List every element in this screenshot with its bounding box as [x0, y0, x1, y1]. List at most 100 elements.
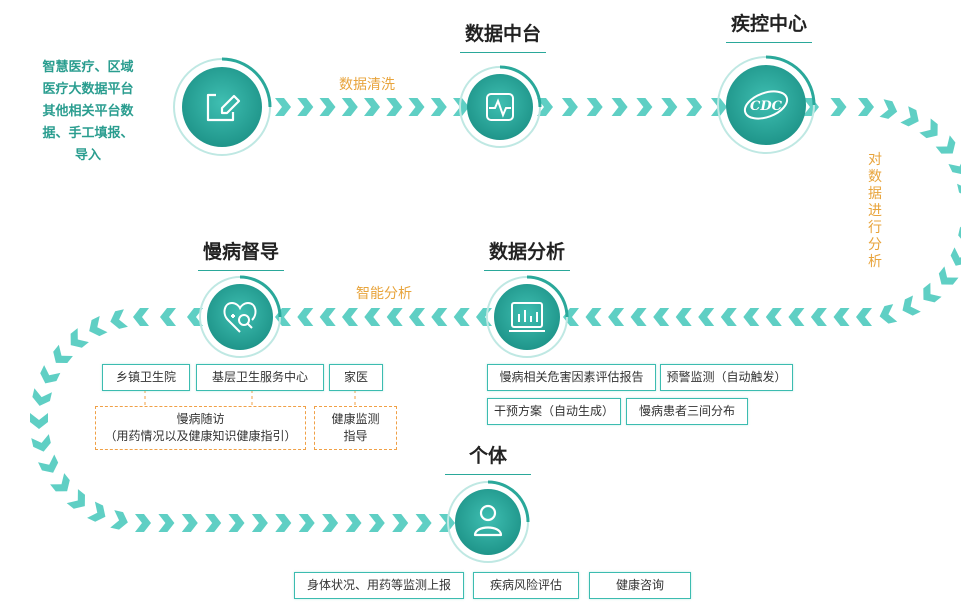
flow-path-chevrons — [30, 98, 961, 532]
cdc-title: 疾控中心 — [714, 9, 824, 43]
flow-chevron — [133, 308, 149, 326]
edit-icon — [206, 93, 241, 122]
source-line: 医疗大数据平台 — [42, 82, 134, 97]
flow-chevron — [858, 98, 874, 116]
flow-chevron — [364, 98, 380, 116]
flow-chevron — [319, 308, 336, 326]
flow-chevron — [586, 98, 603, 116]
data-center-title: 数据中台 — [448, 19, 558, 53]
analyze-char: 行 — [868, 220, 882, 236]
monitor-pulse-icon — [486, 93, 514, 121]
flow-chevron — [275, 98, 291, 116]
analysis-tag-distribution: 慢病患者三间分布 — [626, 398, 748, 425]
flow-chevron — [409, 308, 425, 326]
individual-tag-consult: 健康咨询 — [589, 572, 691, 599]
followup-box: 慢病随访 （用药情况以及健康知识健康指引） — [95, 406, 306, 450]
flow-chevron — [720, 308, 737, 326]
supervision-tag-township: 乡镇卫生院 — [102, 364, 190, 391]
flow-chevron — [40, 365, 61, 384]
flow-chevron — [297, 308, 314, 326]
flow-chevron — [919, 118, 938, 139]
cdc-node: CDC — [717, 55, 816, 154]
analyze-char: 据 — [868, 186, 882, 202]
flow-chevron — [386, 308, 403, 326]
flow-chevron — [66, 489, 85, 509]
flow-chevron — [32, 388, 52, 406]
flow-chevron — [297, 98, 314, 116]
flow-chevron — [938, 266, 959, 285]
flow-chevron — [439, 514, 455, 532]
flow-chevron — [611, 98, 628, 116]
health-monitoring-line: 指导 — [343, 429, 368, 443]
flow-chevron — [87, 501, 106, 522]
flow-chevron — [181, 514, 198, 532]
flow-chevron — [110, 510, 128, 530]
flow-chevron — [30, 413, 48, 429]
flow-chevron — [319, 98, 336, 116]
analysis-tag-risk-report: 慢病相关危害因素评估报告 — [487, 364, 656, 391]
flow-chevron — [675, 308, 692, 326]
supervision-tag-community: 基层卫生服务中心 — [196, 364, 324, 391]
flow-chevron — [608, 308, 625, 326]
flow-chevron — [386, 98, 403, 116]
chronic-supervision-node — [199, 275, 282, 358]
flow-chevron — [251, 514, 268, 532]
analyze-char: 对 — [868, 152, 882, 168]
flow-chevron — [950, 247, 961, 266]
flow-chevron — [830, 98, 847, 116]
analysis-tag-intervention: 干预方案（自动生成） — [487, 398, 621, 425]
connector-lines — [144, 390, 356, 405]
cdc-logo-icon: CDC — [743, 90, 789, 120]
flow-chevron — [630, 308, 647, 326]
flow-chevron — [430, 98, 447, 116]
analyze-char: 分 — [868, 237, 882, 253]
flow-chevron — [923, 282, 942, 303]
flow-chevron — [53, 344, 73, 363]
individual-node — [447, 480, 530, 563]
flow-chevron — [408, 98, 425, 116]
flow-chevron — [661, 98, 678, 116]
followup-title: 慢病随访 — [176, 412, 225, 426]
flow-chevron — [38, 454, 59, 473]
flow-chevron — [342, 308, 358, 326]
flow-chevron — [89, 316, 108, 337]
flow-chevron — [935, 135, 956, 154]
flow-chevron — [135, 514, 151, 532]
flow-chevron — [205, 514, 222, 532]
source-line: 导入 — [74, 148, 101, 163]
person-icon — [473, 504, 503, 537]
analyze-data-label: 对 数 据 进 行 分 析 — [867, 152, 883, 271]
health-monitoring-line: 健康监测 — [331, 412, 380, 426]
flow-chevron — [431, 308, 448, 326]
bar-chart-icon — [509, 302, 545, 332]
flow-chevron — [957, 179, 961, 198]
flow-chevron — [765, 308, 782, 326]
flow-chevron — [879, 99, 898, 119]
analyze-char: 析 — [868, 254, 882, 270]
flow-chevron — [856, 308, 872, 326]
data-analysis-title: 数据分析 — [472, 237, 582, 271]
flow-chevron — [415, 514, 432, 532]
flow-chevron — [345, 514, 362, 532]
individual-title: 个体 — [433, 441, 543, 475]
flow-chevron — [364, 308, 381, 326]
flow-chevron — [110, 309, 128, 329]
flow-chevron — [561, 98, 578, 116]
flow-chevron — [810, 308, 827, 326]
flow-chevron — [228, 514, 245, 532]
followup-detail: （用药情况以及健康知识健康指引） — [104, 429, 297, 443]
flow-chevron — [833, 308, 850, 326]
cdc-logo-text: CDC — [750, 99, 783, 114]
source-line: 其他相关平台数 — [42, 104, 134, 119]
flow-chevron — [453, 308, 470, 326]
source-node — [173, 57, 272, 156]
data-center-node — [459, 65, 542, 148]
flow-chevron — [698, 308, 715, 326]
individual-tag-report: 身体状况、用药等监测上报 — [294, 572, 464, 599]
data-analysis-node — [486, 275, 569, 358]
supervision-tag-family-doctor: 家医 — [329, 364, 383, 391]
flow-chevron — [476, 308, 492, 326]
analyze-char: 数 — [868, 169, 882, 185]
flow-chevron — [653, 308, 670, 326]
